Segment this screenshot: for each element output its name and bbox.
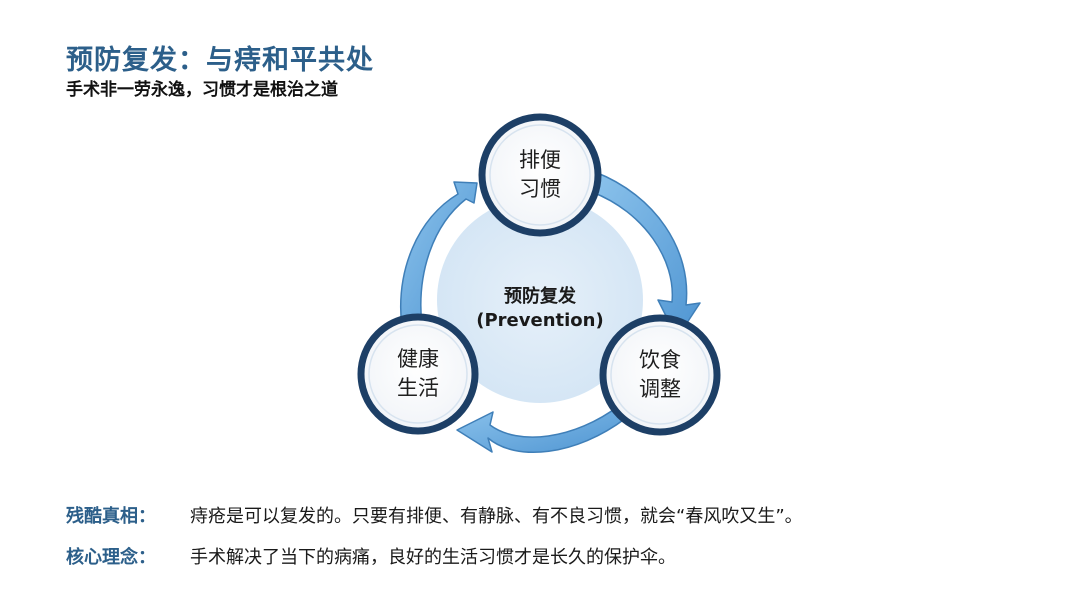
center-label-en: (Prevention) (476, 310, 604, 331)
fact-text-principle: 手术解决了当下的病痛，良好的生活习惯才是长久的保护伞。 (190, 547, 676, 568)
node-label-left-line1: 健康 (397, 347, 439, 371)
center-label: 预防复发 (Prevention) (440, 285, 640, 333)
node-label-top: 排便 习惯 (500, 146, 580, 204)
arrow-left-to-top (400, 181, 478, 329)
page-subtitle: 手术非一劳永逸，习惯才是根治之道 (66, 80, 338, 100)
arrow-right-to-left (456, 404, 627, 454)
node-label-top-line2: 习惯 (519, 177, 561, 201)
node-label-right-line2: 调整 (639, 377, 681, 401)
cycle-graphic (357, 113, 721, 454)
node-circle-left (357, 313, 479, 435)
center-label-cn: 预防复发 (504, 286, 576, 307)
node-circle-top (478, 113, 602, 237)
fact-label-truth: 残酷真相： (66, 506, 156, 527)
fact-row-principle: 核心理念： 手术解决了当下的病痛，良好的生活习惯才是长久的保护伞。 (66, 543, 676, 569)
center-circle (437, 197, 643, 403)
node-label-right: 饮食 调整 (620, 346, 700, 404)
fact-text-truth: 痔疮是可以复发的。只要有排便、有静脉、有不良习惯，就会“春风吹又生”。 (190, 506, 803, 527)
node-inner-ring-right (610, 325, 710, 425)
node-inner-ring-left (368, 324, 468, 424)
node-circle-right (599, 314, 721, 436)
fact-label-principle: 核心理念： (66, 547, 156, 568)
fact-row-truth: 残酷真相： 痔疮是可以复发的。只要有排便、有静脉、有不良习惯，就会“春风吹又生”。 (66, 502, 803, 528)
node-label-top-line1: 排便 (519, 148, 561, 172)
page-title: 预防复发：与痔和平共处 (66, 45, 374, 76)
node-label-left-line2: 生活 (397, 376, 439, 400)
node-label-right-line1: 饮食 (639, 348, 681, 372)
prevention-cycle-diagram: 预防复发 (Prevention) 排便 习惯 饮食 调整 健康 生活 (340, 100, 740, 480)
node-inner-ring-top (489, 124, 591, 226)
node-label-left: 健康 生活 (378, 345, 458, 403)
